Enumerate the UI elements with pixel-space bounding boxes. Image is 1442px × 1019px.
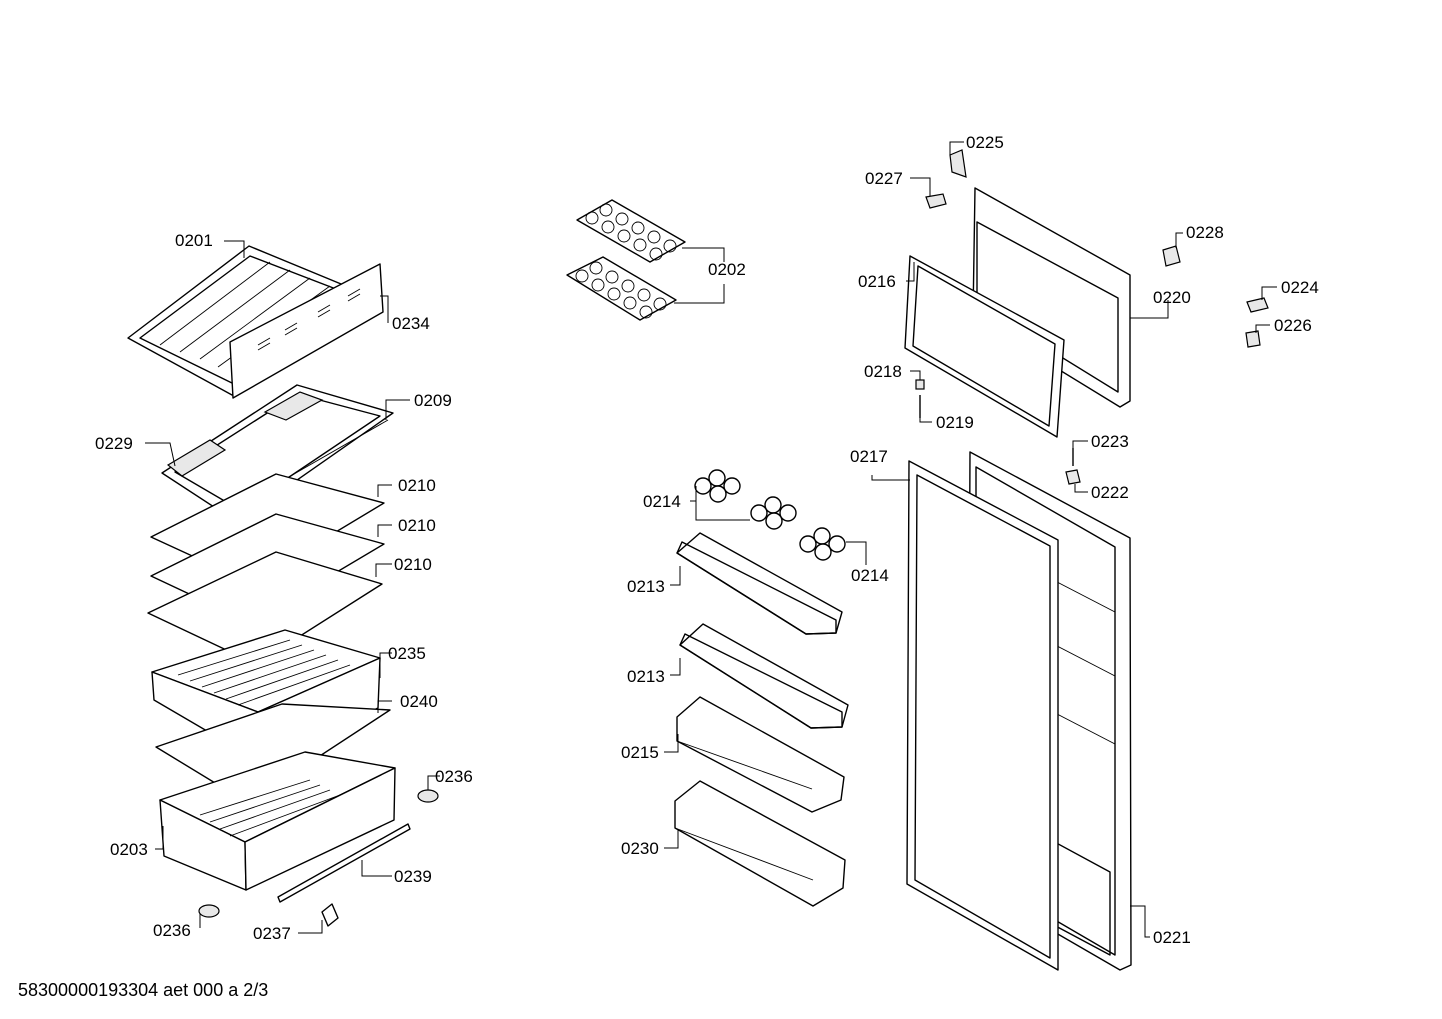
label-0214-2: 0214 <box>851 566 889 585</box>
part-0230-door-shelf-bottom <box>674 780 846 907</box>
label-0220: 0220 <box>1153 288 1191 307</box>
document-id-footer: 58300000193304 aet 000 a 2/3 <box>18 980 269 1000</box>
part-0234-back-panel <box>229 263 384 399</box>
label-0209: 0209 <box>414 391 452 410</box>
part-0203-crisper-drawer <box>159 751 396 891</box>
label-0224: 0224 <box>1281 278 1319 297</box>
label-0239: 0239 <box>394 867 432 886</box>
part-0225-hinge <box>949 149 967 178</box>
label-0229: 0229 <box>95 434 133 453</box>
label-0240: 0240 <box>400 692 438 711</box>
part-labels: 0201 0234 0209 0229 0210 0210 0210 0235 … <box>95 133 1319 947</box>
label-0235: 0235 <box>388 644 426 663</box>
label-0219: 0219 <box>936 413 974 432</box>
part-0218-bushing <box>915 379 925 390</box>
label-0237: 0237 <box>253 924 291 943</box>
label-0210-1: 0210 <box>398 476 436 495</box>
label-0210-3: 0210 <box>394 555 432 574</box>
part-0202-ice-trays <box>566 199 686 321</box>
label-0222: 0222 <box>1091 483 1129 502</box>
label-0215: 0215 <box>621 743 659 762</box>
part-0217-fridge-gasket <box>906 460 1059 971</box>
label-0223: 0223 <box>1091 432 1129 451</box>
label-0213-2: 0213 <box>627 667 665 686</box>
label-0226: 0226 <box>1274 316 1312 335</box>
part-0236-knob-1 <box>417 789 439 803</box>
label-0236-1: 0236 <box>435 767 473 786</box>
part-0214-egg-holder-1 <box>694 469 741 503</box>
label-0214-1: 0214 <box>643 492 681 511</box>
label-0234: 0234 <box>392 314 430 333</box>
label-0203: 0203 <box>110 840 148 859</box>
label-0202: 0202 <box>708 260 746 279</box>
label-0225: 0225 <box>966 133 1004 152</box>
part-0239-rail <box>277 823 411 903</box>
label-0221: 0221 <box>1153 928 1191 947</box>
label-0227: 0227 <box>865 169 903 188</box>
label-0230: 0230 <box>621 839 659 858</box>
part-0228-hinge <box>1162 245 1181 267</box>
part-0214-egg-holder-3 <box>799 527 846 561</box>
part-0213-door-shelf-1 <box>676 532 843 635</box>
part-0222-hinge-block <box>1065 469 1081 485</box>
part-0214-egg-holder-2 <box>750 496 797 530</box>
label-0216: 0216 <box>858 272 896 291</box>
label-0236-2: 0236 <box>153 921 191 940</box>
part-0216-freezer-gasket <box>904 255 1065 438</box>
part-0226-cover <box>1245 330 1261 348</box>
part-0237-clip <box>321 903 339 927</box>
part-0210-glass-shelf-3 <box>147 551 383 665</box>
part-0236-knob-2 <box>198 904 220 918</box>
part-0213-door-shelf-2 <box>679 623 849 729</box>
label-0201: 0201 <box>175 231 213 250</box>
label-0217: 0217 <box>850 447 888 466</box>
label-0210-2: 0210 <box>398 516 436 535</box>
part-0209-shelf-frame <box>161 384 394 523</box>
label-0228: 0228 <box>1186 223 1224 242</box>
part-0224-cap <box>1246 297 1269 313</box>
label-0218: 0218 <box>864 362 902 381</box>
leader-lines <box>145 141 1277 938</box>
part-0227-cap <box>925 193 947 209</box>
part-0215-door-shelf <box>676 696 845 813</box>
label-0213-1: 0213 <box>627 577 665 596</box>
